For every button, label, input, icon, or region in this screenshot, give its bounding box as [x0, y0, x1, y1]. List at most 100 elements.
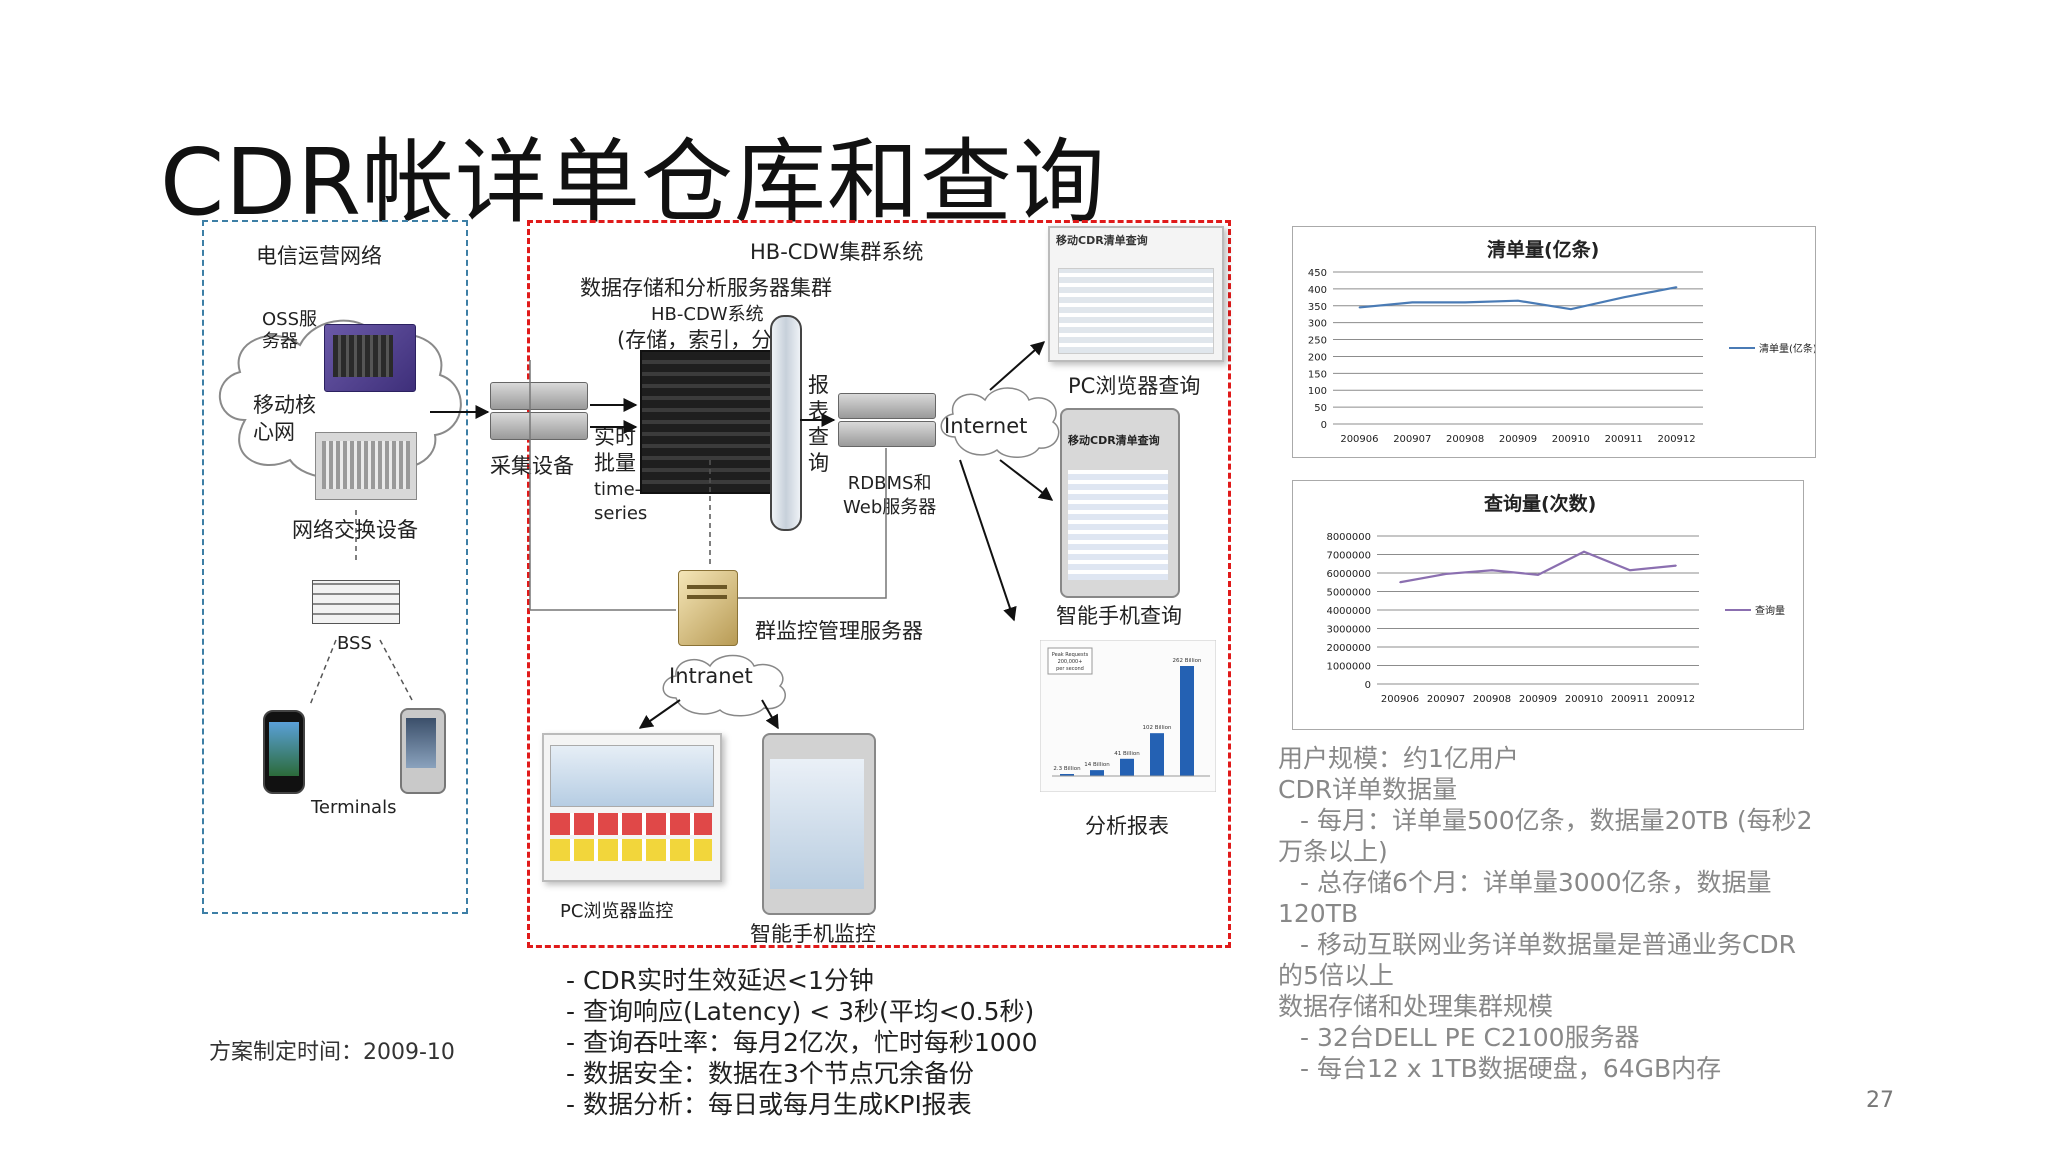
pc-query-label: PC浏览器查询: [1068, 374, 1201, 398]
x-tick-label: 200909: [1499, 434, 1537, 445]
collector-server-icon: [490, 382, 588, 410]
y-tick-label: 2000000: [1326, 643, 1371, 654]
y-tick-label: 400: [1308, 285, 1327, 296]
legend-label: 查询量: [1755, 604, 1785, 617]
x-tick-label: 200906: [1340, 434, 1378, 445]
scale-note-line: 用户规模：约1亿用户: [1278, 744, 1519, 773]
pc-query-screenshot: 移动CDR清单查询: [1048, 226, 1224, 362]
y-tick-label: 100: [1308, 386, 1327, 397]
data-point: [1491, 569, 1493, 572]
requirement-note-line: - CDR实时生效延迟<1分钟: [566, 966, 874, 995]
y-tick-label: 300: [1308, 319, 1327, 330]
y-tick-label: 150: [1308, 369, 1327, 380]
x-tick-label: 200910: [1552, 434, 1590, 445]
requirement-note-line: - 数据分析：每日或每月生成KPI报表: [566, 1090, 972, 1119]
scale-note-line: - 移动互联网业务详单数据量是普通业务CDR: [1300, 930, 1797, 959]
requirement-notes: - CDR实时生效延迟<1分钟- 查询响应(Latency) < 3秒(平均<0…: [566, 965, 1038, 1120]
intranet-cloud: [662, 654, 786, 717]
collection-equipment-label: 采集设备: [490, 454, 574, 478]
realtime-batch-label: 实时 批量: [594, 425, 636, 475]
requirement-note-line: - 数据安全：数据在3个节点冗余备份: [566, 1059, 974, 1088]
series-line: [1399, 550, 1677, 584]
report-bar-label: 262 Billion: [1173, 658, 1202, 664]
report-bar-label: 41 Billion: [1114, 751, 1140, 757]
bss-label: BSS: [337, 633, 372, 654]
x-tick-label: 200907: [1393, 434, 1431, 445]
monitor-server-label: 群监控管理服务器: [755, 619, 923, 643]
mobile-query-label: 智能手机查询: [1056, 604, 1182, 628]
y-tick-label: 5000000: [1326, 588, 1371, 599]
chart-record-volume-title: 清单量(亿条): [1487, 239, 1600, 261]
report-legend-box-text-3: per second: [1056, 666, 1084, 672]
plan-time: 方案制定时间：2009-10: [209, 1040, 455, 1065]
oss-server-label: OSS服 务器: [262, 309, 318, 352]
mobile-query-screenshot: 移动CDR清单查询: [1060, 408, 1180, 598]
switch-equipment-icon: [315, 432, 417, 500]
web-server-icon: [838, 393, 936, 419]
y-tick-label: 8000000: [1326, 532, 1371, 543]
collector-server-icon: [490, 412, 588, 440]
data-point: [1675, 286, 1678, 288]
y-tick-label: 50: [1314, 403, 1327, 414]
data-point: [1622, 296, 1625, 299]
internet-label: Internet: [944, 414, 1028, 438]
y-tick-label: 0: [1321, 420, 1327, 431]
mobile-monitor-label: 智能手机监控: [750, 922, 876, 946]
pc-monitor-label: PC浏览器监控: [560, 901, 674, 922]
pc-query-header: 移动CDR清单查询: [1056, 234, 1148, 247]
y-tick-label: 0: [1365, 680, 1371, 691]
requirement-note-line: - 查询响应(Latency) < 3秒(平均<0.5秒): [566, 997, 1035, 1026]
y-tick-label: 250: [1308, 336, 1327, 347]
scale-note-line: - 每台12 x 1TB数据硬盘，64GB内存: [1300, 1054, 1722, 1083]
mobile-query-header: 移动CDR清单查询: [1068, 434, 1160, 447]
data-point: [1675, 564, 1677, 567]
slide-title: CDR帐详单仓库和查询: [160, 129, 1107, 236]
chart-query-volume-title: 查询量(次数): [1484, 493, 1597, 515]
rdbms-web-server-label: RDBMS和 Web服务器: [843, 473, 937, 518]
x-tick-label: 200912: [1657, 434, 1695, 445]
x-tick-label: 200906: [1381, 694, 1419, 705]
x-tick-label: 200910: [1565, 694, 1603, 705]
x-tick-label: 200907: [1427, 694, 1465, 705]
report-legend-box-text-2: 200,000+: [1058, 659, 1083, 665]
terminal-smartphone-icon: [400, 708, 446, 794]
x-tick-label: 200909: [1519, 694, 1557, 705]
oss-server-icon: [324, 324, 416, 392]
data-point: [1445, 573, 1447, 575]
cluster-title: HB-CDW集群系统: [750, 240, 924, 264]
requirement-note-line: - 查询吞吐率：每月2亿次，忙时每秒1000: [566, 1028, 1038, 1057]
data-point: [1464, 301, 1466, 304]
web-server-icon: [838, 421, 936, 447]
report-bar-label: 102 Billion: [1143, 725, 1172, 731]
y-tick-label: 4000000: [1326, 606, 1371, 617]
hbcdw-system-label: HB-CDW系统: [651, 304, 764, 325]
chart-query-volume: 0100000020000003000000400000050000006000…: [1326, 532, 1785, 705]
intranet-label: Intranet: [669, 664, 753, 688]
monitor-server-icon: [678, 570, 738, 646]
scale-note-line: 万条以上): [1278, 837, 1388, 866]
telecom-network-title: 电信运营网络: [256, 244, 382, 268]
hbcdw-cluster-box: [527, 220, 1231, 948]
data-point: [1399, 581, 1401, 584]
scale-note-line: - 总存储6个月：详单量3000亿条，数据量: [1300, 868, 1772, 897]
terminals-label: Terminals: [311, 797, 397, 818]
report-bar-label: 2.3 Billion: [1053, 766, 1081, 772]
analysis-report-chart: Peak Requests 200,000+ per second 2.3 Bi…: [1040, 640, 1216, 792]
analysis-report-label: 分析报表: [1085, 814, 1169, 838]
x-tick-label: 200912: [1657, 694, 1695, 705]
terminal-phone-icon: [263, 710, 305, 794]
x-tick-label: 200908: [1446, 434, 1484, 445]
x-tick-label: 200911: [1611, 694, 1649, 705]
scale-note-line: 数据存储和处理集群规模: [1278, 992, 1554, 1021]
y-tick-label: 200: [1308, 352, 1327, 363]
internet-cloud: [940, 387, 1060, 458]
pc-monitor-screenshot: [542, 733, 722, 882]
data-point: [1411, 301, 1414, 304]
y-tick-label: 350: [1308, 302, 1327, 313]
y-tick-label: 3000000: [1326, 625, 1371, 636]
report-bar: [1090, 770, 1104, 776]
telecom-network-box: [202, 220, 468, 914]
mobile-monitor-screenshot: [762, 733, 876, 915]
